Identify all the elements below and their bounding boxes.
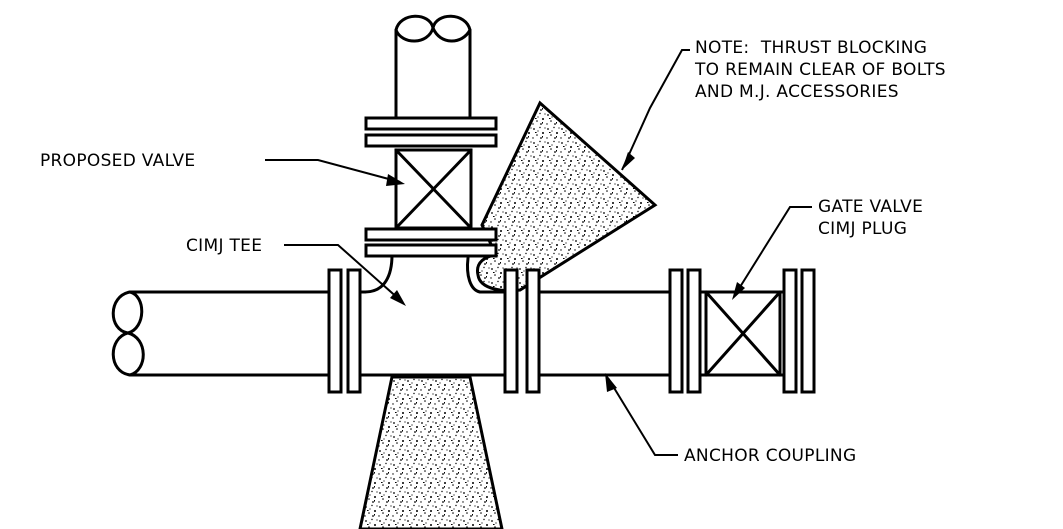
gate-valve-label-line-1: GATE VALVE [818,197,923,217]
proposed-valve-x-mark [394,148,473,230]
tee-left-flange [327,268,362,394]
main-pipe [128,290,786,377]
upper-thrust-block [476,100,658,293]
tee-right-flange [503,268,541,394]
proposed-valve-label: PROPOSED VALVE [40,151,195,171]
proposed-valve-lower-flange [364,227,498,258]
pipe-break-left [111,290,145,377]
cimj-tee-label: CIMJ TEE [186,236,262,256]
gate-valve-label-line-2: CIMJ PLUG [818,219,907,239]
leader-gate-valve [732,206,812,300]
leader-cimj-tee [284,244,406,306]
note-text-line-2: TO REMAIN CLEAR OF BOLTS [694,60,946,80]
tee-branch [363,253,482,294]
note-text-line-3: AND M.J. ACCESSORIES [695,82,899,102]
proposed-valve-upper-flange [364,116,498,148]
bottom-thrust-block [358,375,504,529]
vertical-pipe [394,14,472,120]
pipe-break-top [394,14,472,43]
leader-note [621,49,690,171]
anchor-coupling-label: ANCHOR COUPLING [684,446,856,466]
note-text-line-1: NOTE: THRUST BLOCKING [695,38,927,58]
gate-valve-right-flange [782,268,816,394]
leader-proposed-valve [265,159,405,186]
gate-valve-x-mark [704,290,782,377]
leader-anchor-coupling [605,373,678,456]
gate-valve-left-flange [668,268,702,394]
